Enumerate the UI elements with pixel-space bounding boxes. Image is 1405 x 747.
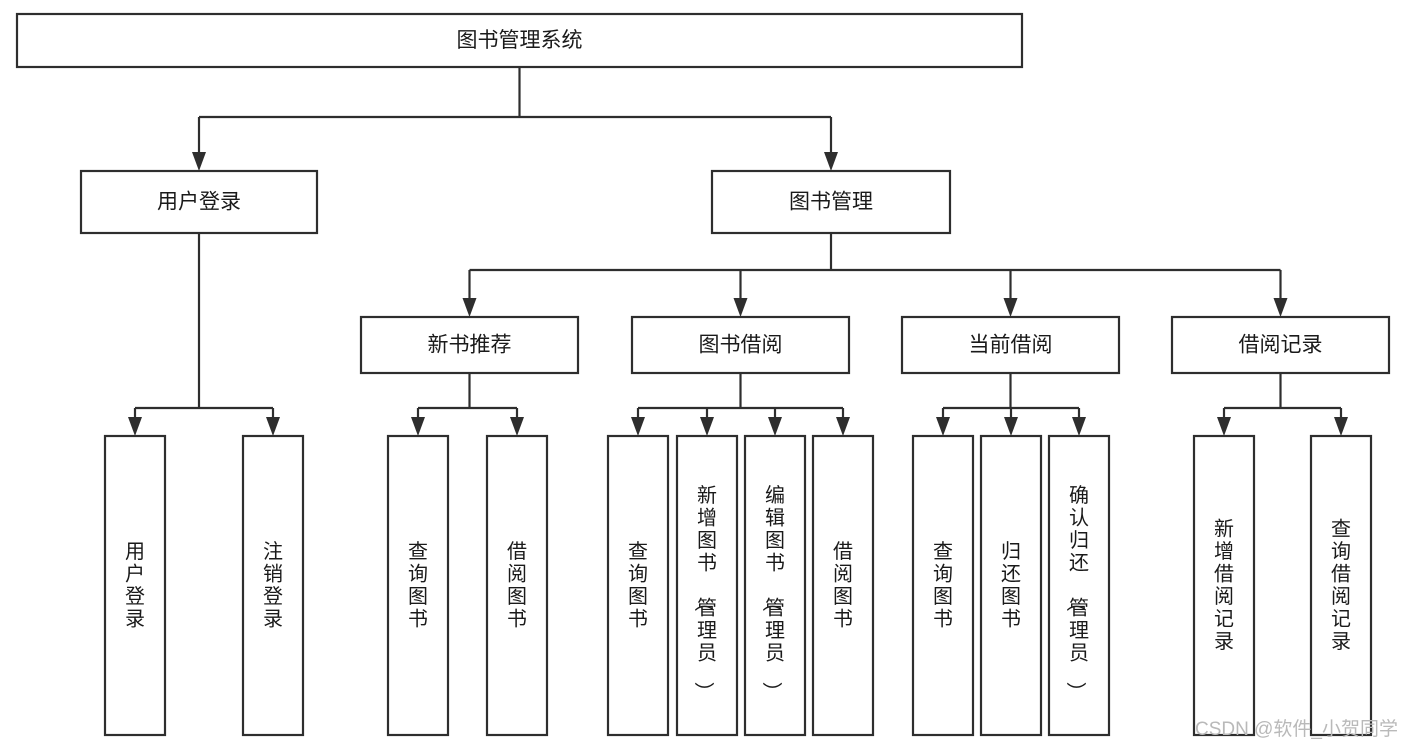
node-box[interactable] bbox=[630, 315, 851, 375]
arrow-head-icon bbox=[1334, 417, 1348, 436]
node-leaf-query-book-2[interactable]: 查询图书 bbox=[606, 434, 670, 737]
arrow-head-icon bbox=[1004, 417, 1018, 436]
arrow-head-icon bbox=[768, 417, 782, 436]
node-label: 图书管理系统 bbox=[457, 29, 583, 52]
node-label: 查询图书 bbox=[628, 540, 648, 631]
node-root-book-management-system[interactable]: 图书管理系统 bbox=[15, 12, 1024, 69]
node-borrow-record[interactable]: 借阅记录 bbox=[1170, 315, 1391, 375]
node-book-borrow[interactable]: 图书借阅 bbox=[630, 315, 851, 375]
arrow-head-icon bbox=[631, 417, 645, 436]
node-label: 新增借阅记录 bbox=[1214, 518, 1234, 654]
node-layer: 图书管理系统用户登录图书管理新书推荐图书借阅当前借阅借阅记录用户登录注销登录查询… bbox=[15, 12, 1391, 737]
connector-layer bbox=[128, 67, 1348, 436]
node-leaf-logout-login[interactable]: 注销登录 bbox=[241, 434, 305, 737]
arrow-head-icon bbox=[462, 298, 477, 317]
node-box[interactable] bbox=[811, 434, 875, 737]
node-leaf-add-borrow-record[interactable]: 新增借阅记录 bbox=[1192, 434, 1256, 737]
node-label: 查询借阅记录 bbox=[1331, 518, 1351, 654]
node-box[interactable] bbox=[1170, 315, 1391, 375]
arrow-head-icon bbox=[1217, 417, 1231, 436]
arrow-head-icon bbox=[1072, 417, 1086, 436]
node-box[interactable] bbox=[241, 434, 305, 737]
node-label: 编辑图书（管理员） bbox=[760, 484, 785, 702]
csdn-watermark: CSDN @软件_小贺同学 bbox=[1195, 718, 1398, 740]
node-leaf-query-borrow-record[interactable]: 查询借阅记录 bbox=[1309, 434, 1373, 737]
node-leaf-edit-book[interactable]: 编辑图书（管理员） bbox=[743, 434, 807, 737]
node-box[interactable] bbox=[710, 169, 952, 235]
node-new-book-recommend[interactable]: 新书推荐 bbox=[359, 315, 580, 375]
node-label: 查询图书 bbox=[933, 540, 953, 631]
node-label: 新书推荐 bbox=[428, 334, 512, 357]
arrow-head-icon bbox=[266, 417, 280, 436]
node-box[interactable] bbox=[15, 12, 1024, 69]
node-box[interactable] bbox=[606, 434, 670, 737]
node-label: 借阅图书 bbox=[507, 540, 527, 631]
node-book-management[interactable]: 图书管理 bbox=[710, 169, 952, 235]
arrow-head-icon bbox=[836, 417, 850, 436]
arrow-head-icon bbox=[411, 417, 425, 436]
node-leaf-user-login[interactable]: 用户登录 bbox=[103, 434, 167, 737]
node-label: 当前借阅 bbox=[969, 334, 1053, 357]
node-box[interactable] bbox=[485, 434, 549, 737]
node-box[interactable] bbox=[386, 434, 450, 737]
arrow-head-icon bbox=[1273, 298, 1288, 317]
arrow-head-icon bbox=[733, 298, 748, 317]
node-label: 借阅图书 bbox=[833, 540, 853, 631]
node-box[interactable] bbox=[979, 434, 1043, 737]
node-label: 用户登录 bbox=[157, 191, 241, 214]
node-leaf-borrow-book-1[interactable]: 借阅图书 bbox=[485, 434, 549, 737]
node-label: 图书管理 bbox=[789, 191, 873, 214]
node-box[interactable] bbox=[911, 434, 975, 737]
node-leaf-borrow-book-2[interactable]: 借阅图书 bbox=[811, 434, 875, 737]
node-label: 新增图书（管理员） bbox=[692, 484, 717, 702]
node-box[interactable] bbox=[79, 169, 319, 235]
node-leaf-query-book-3[interactable]: 查询图书 bbox=[911, 434, 975, 737]
arrow-head-icon bbox=[700, 417, 714, 436]
arrow-head-icon bbox=[510, 417, 524, 436]
node-box[interactable] bbox=[103, 434, 167, 737]
node-user-login[interactable]: 用户登录 bbox=[79, 169, 319, 235]
node-label: 图书借阅 bbox=[699, 334, 783, 357]
node-box[interactable] bbox=[743, 434, 807, 737]
node-box[interactable] bbox=[1309, 434, 1373, 737]
node-label: 注销登录 bbox=[263, 540, 283, 631]
node-label: 用户登录 bbox=[125, 541, 145, 631]
node-label: 归还图书 bbox=[1001, 540, 1021, 631]
node-box[interactable] bbox=[1047, 434, 1111, 737]
arrow-head-icon bbox=[1003, 298, 1018, 317]
node-box[interactable] bbox=[900, 315, 1121, 375]
node-leaf-add-book[interactable]: 新增图书（管理员） bbox=[675, 434, 739, 737]
node-current-borrow[interactable]: 当前借阅 bbox=[900, 315, 1121, 375]
node-leaf-query-book-1[interactable]: 查询图书 bbox=[386, 434, 450, 737]
node-box[interactable] bbox=[675, 434, 739, 737]
arrow-head-icon bbox=[128, 417, 142, 436]
arrow-head-icon bbox=[192, 152, 206, 171]
node-box[interactable] bbox=[1192, 434, 1256, 737]
node-leaf-return-book[interactable]: 归还图书 bbox=[979, 434, 1043, 737]
node-label: 查询图书 bbox=[408, 540, 428, 631]
node-leaf-confirm-return[interactable]: 确认归还（管理员） bbox=[1047, 434, 1111, 737]
node-label: 借阅记录 bbox=[1239, 334, 1323, 357]
node-box[interactable] bbox=[359, 315, 580, 375]
node-label: 确认归还（管理员） bbox=[1064, 484, 1089, 702]
arrow-head-icon bbox=[824, 152, 838, 171]
arrow-head-icon bbox=[936, 417, 950, 436]
